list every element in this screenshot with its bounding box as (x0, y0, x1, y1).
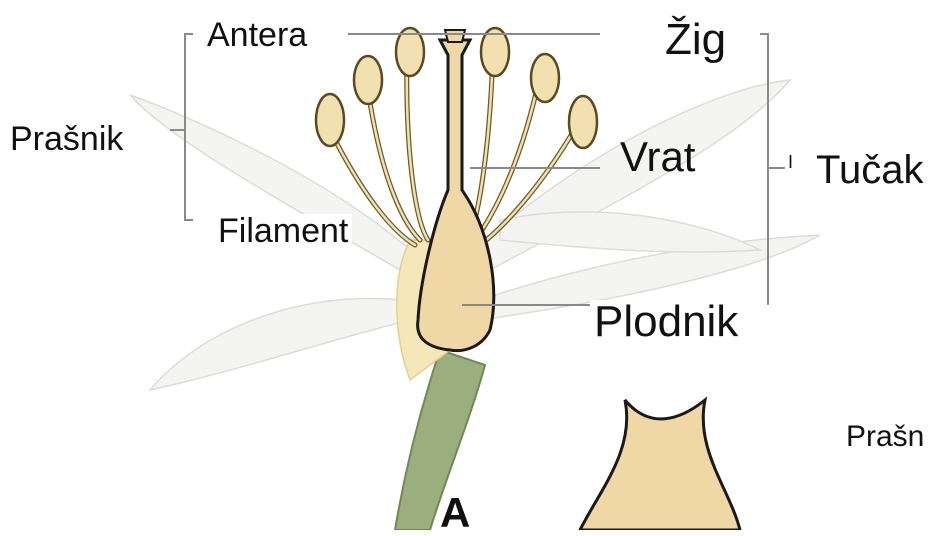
petal-left-lower (150, 298, 410, 390)
label-tucak: Tučak (816, 150, 923, 190)
label-plodnik: Plodnik (590, 300, 742, 344)
panel-letter: A (440, 492, 470, 534)
anther-3 (396, 28, 424, 76)
stigma-tip (445, 30, 465, 42)
anther-1 (316, 94, 344, 146)
anther-5 (531, 54, 559, 102)
anther-2 (354, 56, 382, 104)
label-filament: Filament (214, 214, 352, 248)
bracket-tucak (760, 34, 785, 305)
label-prasnik: Prašnik (10, 122, 123, 156)
stray-mark: I (788, 153, 793, 171)
anther-6 (569, 96, 597, 148)
anther-4 (481, 28, 509, 76)
label-zig: Žig (665, 18, 726, 62)
petal-right-back (500, 212, 760, 252)
pistil-cross-section (580, 400, 740, 530)
label-prasnik-cut: Prašn (846, 422, 924, 452)
label-vrat: Vrat (620, 136, 695, 178)
label-antera: Antera (203, 18, 311, 52)
